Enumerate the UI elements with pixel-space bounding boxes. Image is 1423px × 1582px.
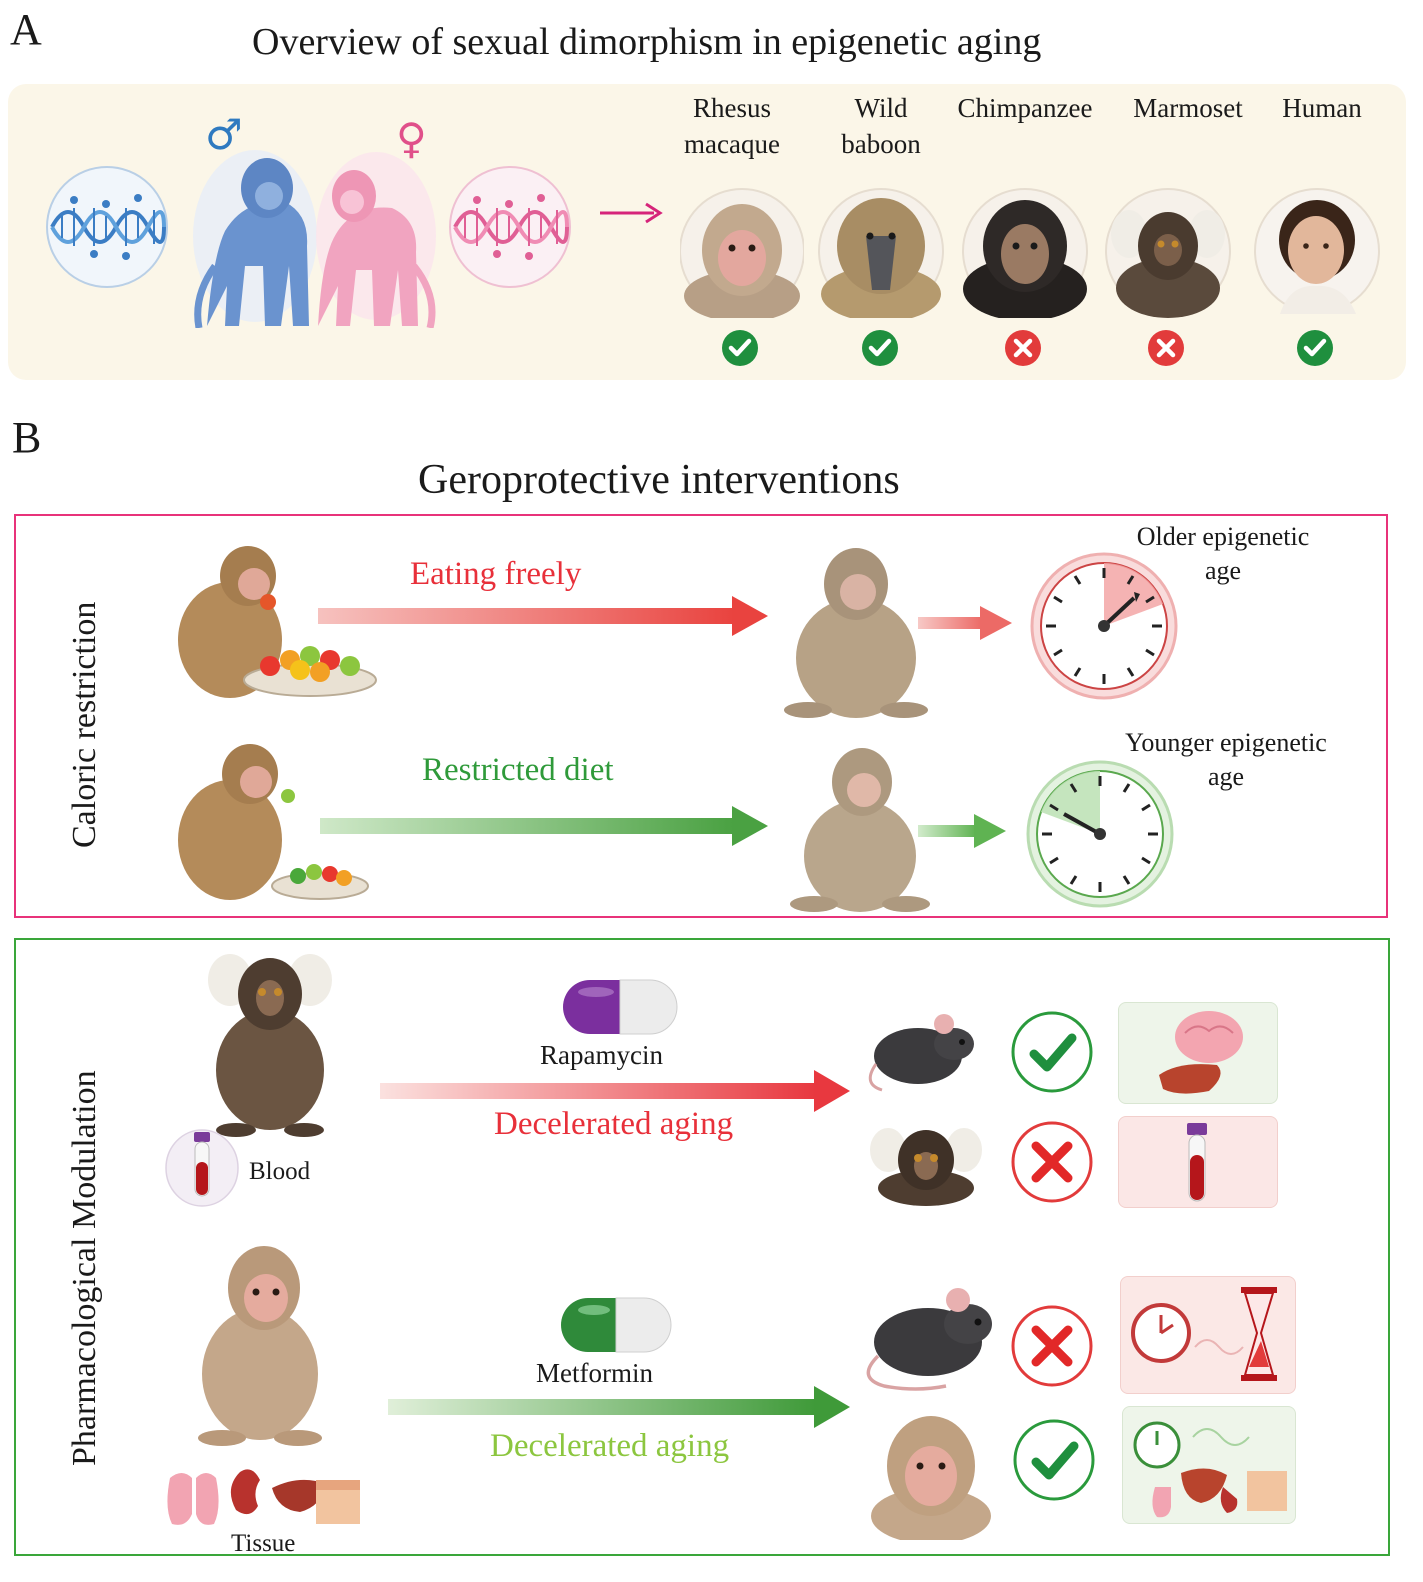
pharmacological-modulation-box [14, 938, 1390, 1556]
rapamycin-marmoset-blood-tile [1118, 1116, 1278, 1208]
restricted-diet-arrow-icon [320, 806, 768, 846]
female-monkey-icon [316, 152, 436, 328]
restricted-diet-label: Restricted diet [422, 752, 614, 788]
metformin-arrow-icon [388, 1386, 850, 1428]
panel-b-title: Geroprotective interventions [418, 457, 900, 503]
panel-a-title: Overview of sexual dimorphism in epigene… [252, 21, 1042, 63]
macaque-subject-icon [198, 1246, 322, 1446]
human-result-check-icon [1296, 329, 1334, 372]
marmoset-icon [870, 1128, 982, 1206]
rapamycin-pill-icon [563, 979, 678, 1035]
monkey-older-icon [784, 548, 928, 718]
brain-liver-icon [1159, 1011, 1243, 1094]
baboon-result-check-icon [861, 329, 899, 372]
species-label-human: Human [1282, 93, 1362, 123]
monkey-younger-icon [790, 748, 930, 912]
marmoset-portrait [1105, 188, 1231, 318]
human-portrait [1254, 188, 1380, 314]
metformin-pill-icon [561, 1297, 672, 1353]
rapamycin-label: Rapamycin [540, 1040, 663, 1070]
blood-tube-result-icon [1187, 1123, 1207, 1202]
rapamycin-mouse-tissue-tile [1118, 1002, 1278, 1104]
caloric-restriction-side-label: Caloric restriction [66, 601, 103, 848]
younger-clock-icon [1026, 760, 1174, 908]
panel-b-letter: B [12, 413, 42, 462]
older-epigenetic-age-label: Older epigenetic age [1136, 522, 1310, 585]
eating-freely-arrow-icon [318, 596, 768, 636]
tissue-sample-label: Tissue [231, 1530, 296, 1557]
panel-a-letter: A [10, 5, 42, 54]
metformin-macaque-check-icon [1013, 1419, 1095, 1501]
rhesus-macaque-portrait [680, 188, 804, 318]
species-arrow-icon [600, 202, 663, 224]
older-clock-icon [1030, 552, 1178, 700]
metformin-macaque-tissue-tile [1122, 1406, 1296, 1524]
eating-freely-label: Eating freely [410, 556, 582, 592]
clock-hourglass-icon [1131, 1287, 1277, 1381]
chimpanzee-portrait [962, 188, 1088, 318]
clock-organs-icon [1133, 1421, 1287, 1518]
organs-icon [167, 1469, 360, 1525]
mouse-icon [868, 1014, 974, 1092]
metformin-mouse-aging-tile [1120, 1276, 1296, 1394]
blood-sample-label: Blood [249, 1158, 311, 1185]
male-symbol: ♂ [205, 110, 243, 159]
male-monkey-icon [193, 150, 317, 328]
species-label-chimpanzee: Chimpanzee [957, 93, 1093, 123]
species-label-baboon: Wild baboon [841, 93, 921, 160]
rapamycin-marmoset-cross-icon [1011, 1121, 1093, 1203]
rapamycin-arrow-icon [380, 1070, 850, 1112]
pharmacological-modulation-side-label: Pharmacological Modulation [66, 1070, 103, 1466]
dna-left-icon [46, 166, 168, 288]
wild-baboon-portrait [818, 188, 944, 318]
female-symbol: ♀ [396, 114, 427, 163]
species-label-rhesus: Rhesus macaque [684, 93, 780, 160]
metformin-label: Metformin [536, 1358, 653, 1388]
dna-right-icon [449, 166, 571, 288]
rapamycin-mouse-check-icon [1011, 1011, 1093, 1093]
caloric-restriction-box [14, 514, 1388, 918]
metformin-effect-label: Decelerated aging [490, 1428, 730, 1464]
monkey-restricted-icon [178, 744, 369, 900]
metformin-mouse-cross-icon [1011, 1305, 1093, 1387]
rapamycin-effect-label: Decelerated aging [494, 1106, 734, 1142]
younger-epigenetic-age-label: Younger epigenetic age [1125, 728, 1327, 791]
younger-small-arrow-icon [918, 814, 1006, 848]
marmoset-subject-icon [208, 954, 332, 1137]
blood-tube-icon [165, 1129, 239, 1207]
marmoset-result-cross-icon [1147, 329, 1185, 372]
older-small-arrow-icon [918, 606, 1012, 640]
metformin-mouse-icon [866, 1288, 992, 1391]
monkey-eating-icon [178, 546, 377, 698]
rhesus-result-check-icon [721, 329, 759, 372]
species-label-marmoset: Marmoset [1133, 93, 1243, 123]
chimpanzee-result-cross-icon [1004, 329, 1042, 372]
macaque-icon [871, 1416, 991, 1540]
